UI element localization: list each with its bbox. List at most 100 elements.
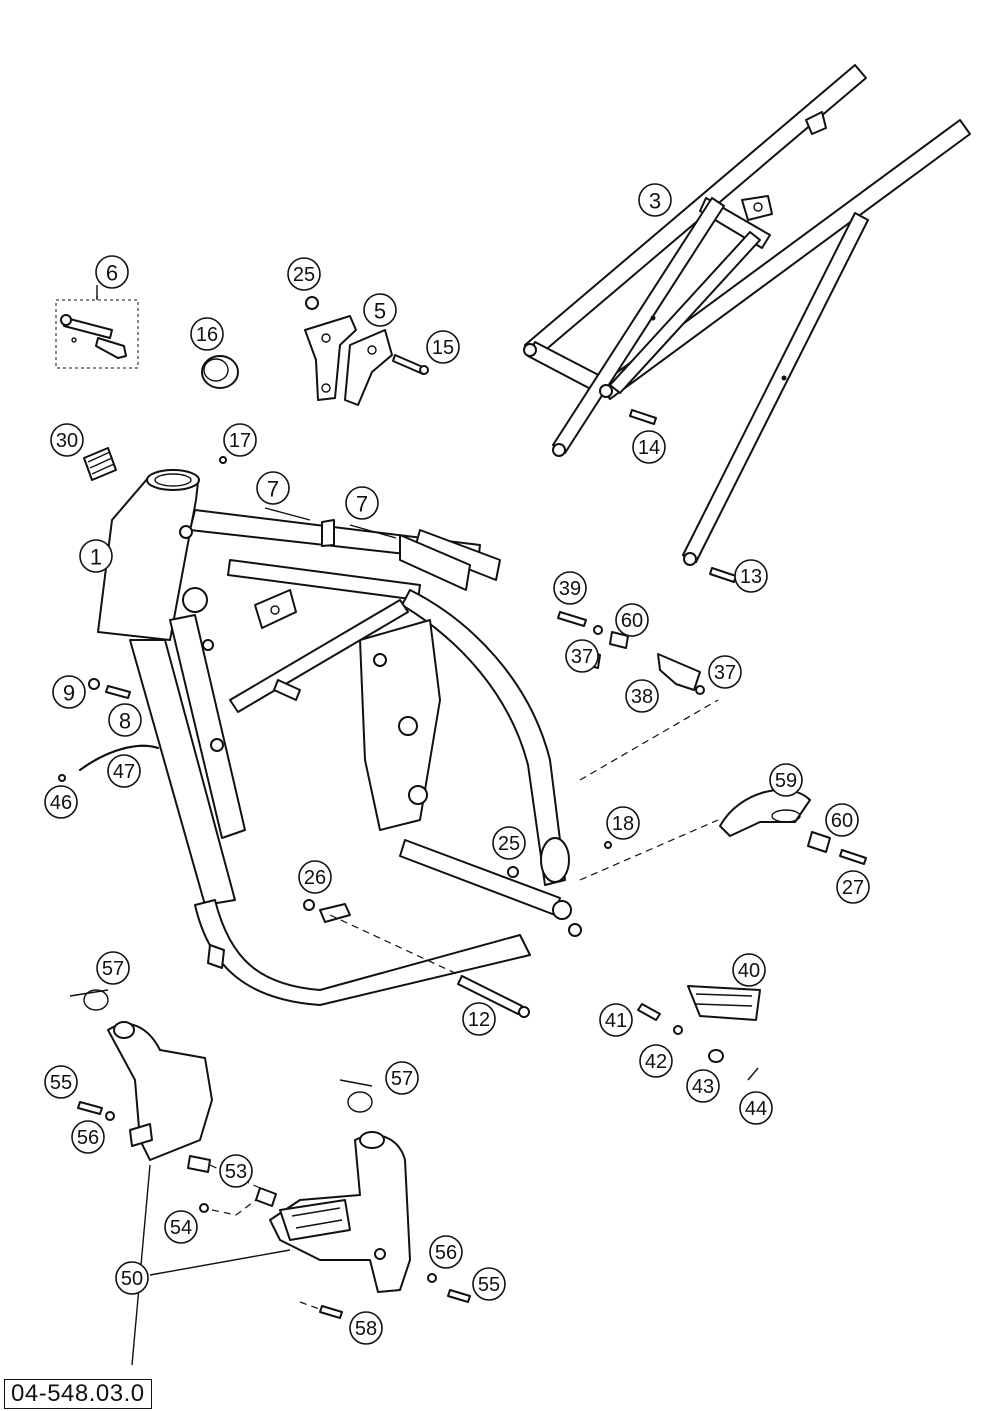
callout-circle bbox=[345, 486, 379, 520]
callout-c40: 40 bbox=[732, 953, 766, 987]
callout-c12: 12 bbox=[462, 1002, 496, 1036]
callout-label: 25 bbox=[498, 833, 520, 855]
document-code: 04-548.03.0 bbox=[4, 1379, 152, 1409]
callout-circle bbox=[190, 317, 224, 351]
callout-circle bbox=[349, 1311, 383, 1345]
callout-circle bbox=[639, 1044, 673, 1078]
callout-label: 26 bbox=[304, 867, 326, 889]
callout-c27: 27 bbox=[836, 870, 870, 904]
callout-circle bbox=[686, 1069, 720, 1103]
plug-cap bbox=[201, 355, 239, 389]
callout-circle bbox=[164, 1210, 198, 1244]
callout-circle bbox=[44, 1065, 78, 1099]
callout-c18: 18 bbox=[606, 806, 640, 840]
callout-circle bbox=[553, 571, 587, 605]
callout-c60b: 60 bbox=[825, 803, 859, 837]
callout-c42: 42 bbox=[639, 1044, 673, 1078]
callout-label: 41 bbox=[605, 1010, 627, 1032]
clip-7b bbox=[349, 524, 397, 539]
callout-c55b: 55 bbox=[472, 1267, 506, 1301]
callout-label: 5 bbox=[374, 299, 386, 324]
callout-label: 14 bbox=[638, 437, 660, 459]
callout-circle bbox=[95, 255, 129, 289]
main-frame bbox=[97, 469, 601, 1006]
callout-c47: 47 bbox=[107, 754, 141, 788]
callout-label: 1 bbox=[90, 545, 102, 570]
callout-c56a: 56 bbox=[71, 1120, 105, 1154]
callout-label: 47 bbox=[113, 761, 135, 783]
callout-c57a: 57 bbox=[96, 951, 130, 985]
callout-label: 13 bbox=[740, 566, 762, 588]
subframe bbox=[523, 64, 971, 566]
callout-circle bbox=[219, 1154, 253, 1188]
callout-c30: 30 bbox=[50, 423, 84, 457]
callout-circle bbox=[599, 1003, 633, 1037]
callout-circle bbox=[732, 953, 766, 987]
callout-label: 42 bbox=[645, 1051, 667, 1073]
callout-circle bbox=[565, 639, 599, 673]
callout-label: 15 bbox=[432, 337, 454, 359]
callout-label: 27 bbox=[842, 877, 864, 899]
callout-c44: 44 bbox=[739, 1091, 773, 1125]
long-bolt-12 bbox=[457, 975, 523, 1015]
callout-circle bbox=[223, 423, 257, 457]
bolt-13 bbox=[709, 567, 737, 583]
callout-c41: 41 bbox=[599, 1003, 633, 1037]
footpeg-parts bbox=[637, 985, 761, 1081]
callout-label: 46 bbox=[50, 792, 72, 814]
callout-circle bbox=[638, 183, 672, 217]
callout-circle bbox=[256, 471, 290, 505]
callout-circle bbox=[385, 1061, 419, 1095]
steering-bushing bbox=[83, 447, 117, 481]
callout-label: 25 bbox=[293, 264, 315, 286]
callout-label: 7 bbox=[356, 492, 368, 517]
callout-label: 38 bbox=[631, 686, 653, 708]
callout-c5: 5 bbox=[363, 293, 397, 327]
callout-circle bbox=[606, 806, 640, 840]
callout-circle bbox=[472, 1267, 506, 1301]
callout-c56b: 56 bbox=[429, 1235, 463, 1269]
callout-circle bbox=[363, 293, 397, 327]
callout-c14: 14 bbox=[632, 430, 666, 464]
callout-c1: 1 bbox=[79, 539, 113, 573]
callout-c57b: 57 bbox=[385, 1061, 419, 1095]
callout-label: 44 bbox=[745, 1098, 767, 1120]
callout-circle bbox=[769, 763, 803, 797]
callout-label: 56 bbox=[435, 1242, 457, 1264]
callout-label: 54 bbox=[170, 1217, 192, 1239]
callout-circle bbox=[739, 1091, 773, 1125]
callout-label: 55 bbox=[478, 1274, 500, 1296]
callout-label: 8 bbox=[119, 709, 131, 734]
callout-circle bbox=[107, 754, 141, 788]
callout-circle bbox=[734, 559, 768, 593]
callout-c58: 58 bbox=[349, 1311, 383, 1345]
callout-c59: 59 bbox=[769, 763, 803, 797]
callout-c25a: 25 bbox=[287, 257, 321, 291]
callout-label: 40 bbox=[738, 960, 760, 982]
callout-c46: 46 bbox=[44, 785, 78, 819]
callout-label: 18 bbox=[612, 813, 634, 835]
callout-c8: 8 bbox=[108, 703, 142, 737]
callout-circle bbox=[492, 826, 526, 860]
callout-label: 43 bbox=[692, 1076, 714, 1098]
callout-circle bbox=[836, 870, 870, 904]
callout-label: 57 bbox=[391, 1068, 413, 1090]
callout-label: 53 bbox=[225, 1161, 247, 1183]
callout-c7a: 7 bbox=[256, 471, 290, 505]
callout-circle bbox=[426, 330, 460, 364]
callout-circle bbox=[287, 257, 321, 291]
callout-circle bbox=[115, 1261, 149, 1295]
callout-circle bbox=[79, 539, 113, 573]
callout-c53: 53 bbox=[219, 1154, 253, 1188]
callout-circle bbox=[825, 803, 859, 837]
callout-c6: 6 bbox=[95, 255, 129, 289]
bolt-14 bbox=[629, 409, 657, 425]
callout-c7b: 7 bbox=[345, 486, 379, 520]
callout-circle bbox=[429, 1235, 463, 1269]
callout-label: 56 bbox=[77, 1127, 99, 1149]
callout-label: 30 bbox=[56, 430, 78, 452]
leader-lines bbox=[96, 285, 719, 1366]
callout-circle bbox=[96, 951, 130, 985]
callout-circle bbox=[108, 703, 142, 737]
